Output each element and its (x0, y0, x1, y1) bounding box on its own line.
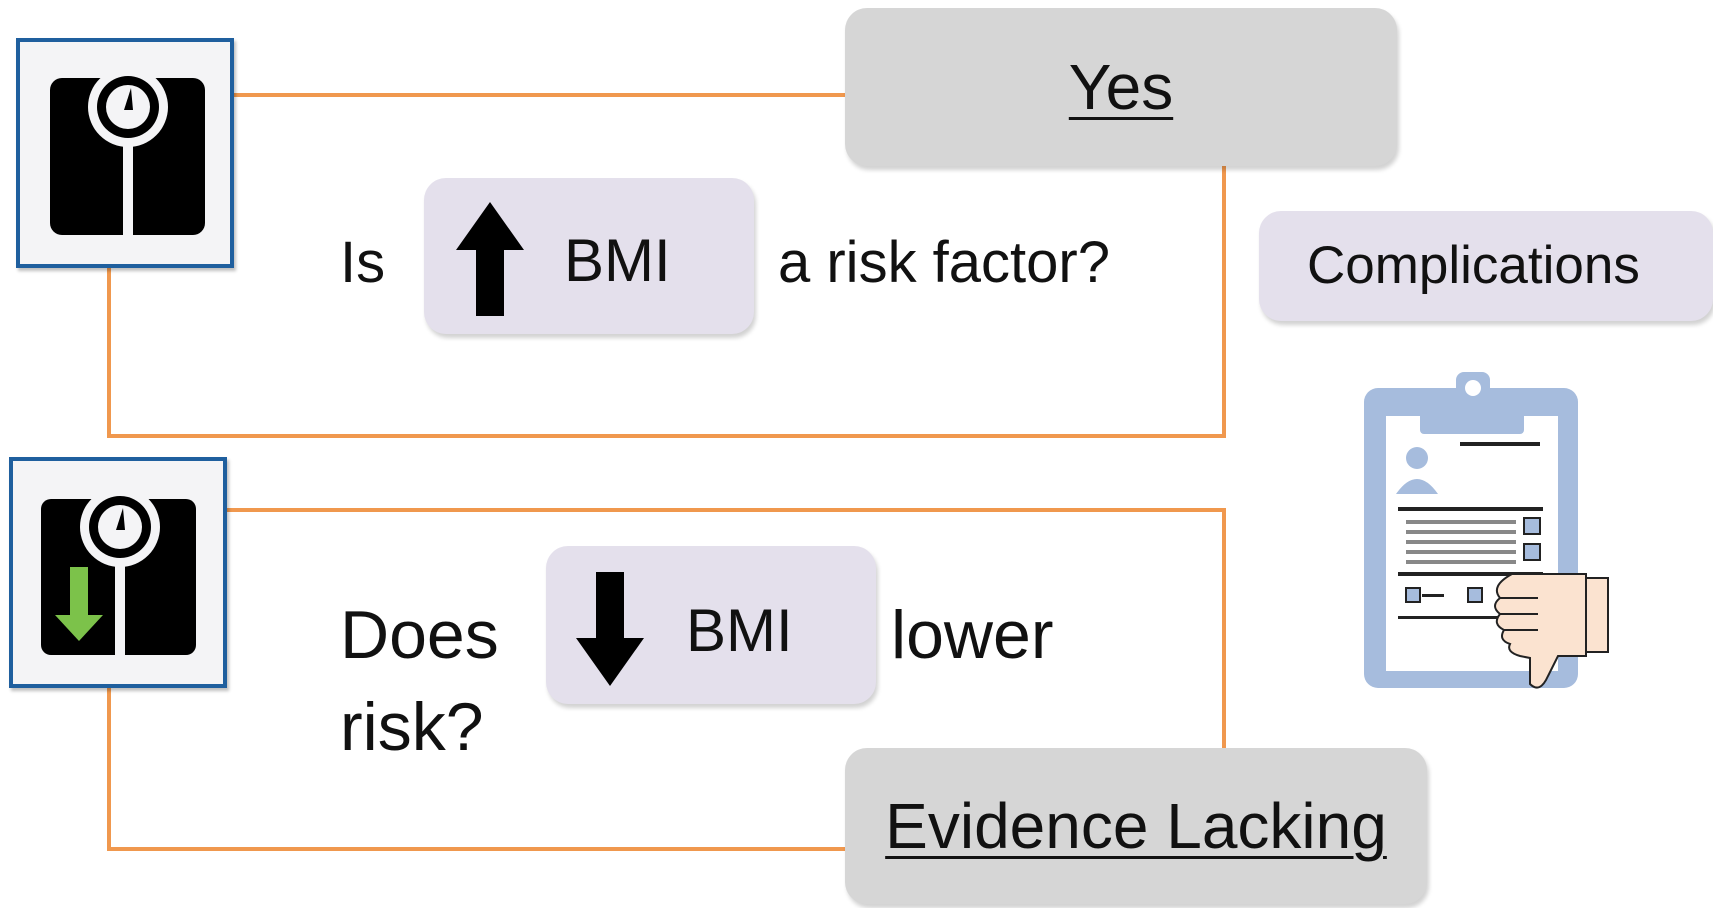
bottom-question-prefix: Does (340, 597, 499, 673)
complications-box: Complications (1259, 211, 1713, 321)
top-connector-left-vertical (107, 268, 111, 438)
complications-label: Complications (1307, 236, 1640, 295)
bottom-bmi-pill: BMI (546, 546, 876, 704)
top-question-prefix: Is (340, 230, 386, 295)
bathroom-scale-with-down-arrow-icon (41, 487, 196, 655)
yes-answer-label: Yes (1068, 51, 1174, 123)
bottom-scale-box (9, 457, 227, 688)
top-question-suffix: a risk factor? (778, 230, 1110, 295)
bathroom-scale-icon (50, 67, 205, 235)
bottom-connector-right-vertical (1222, 508, 1226, 748)
top-bmi-label: BMI (564, 227, 671, 294)
top-connector-to-yes (232, 93, 847, 97)
evidence-lacking-answer-box: Evidence Lacking (845, 748, 1427, 904)
down-arrow-icon (576, 572, 644, 686)
bottom-question-line2: risk? (340, 689, 484, 765)
evidence-lacking-answer-label: Evidence Lacking (885, 790, 1387, 862)
yes-answer-box: Yes (845, 8, 1397, 166)
bottom-connector-to-evidence (107, 847, 847, 851)
bottom-question-suffix: lower (891, 597, 1054, 673)
bottom-bmi-label: BMI (686, 597, 793, 664)
top-connector-right-vertical (1222, 165, 1226, 438)
top-bmi-pill: BMI (424, 178, 754, 334)
medical-record-clipboard-thumbs-down-icon (1364, 372, 1609, 689)
bottom-connector-left-vertical (107, 688, 111, 851)
bottom-connector-top (225, 508, 1226, 512)
top-connector-bottom (107, 434, 1226, 438)
up-arrow-icon (456, 202, 524, 316)
top-scale-box (16, 38, 234, 268)
